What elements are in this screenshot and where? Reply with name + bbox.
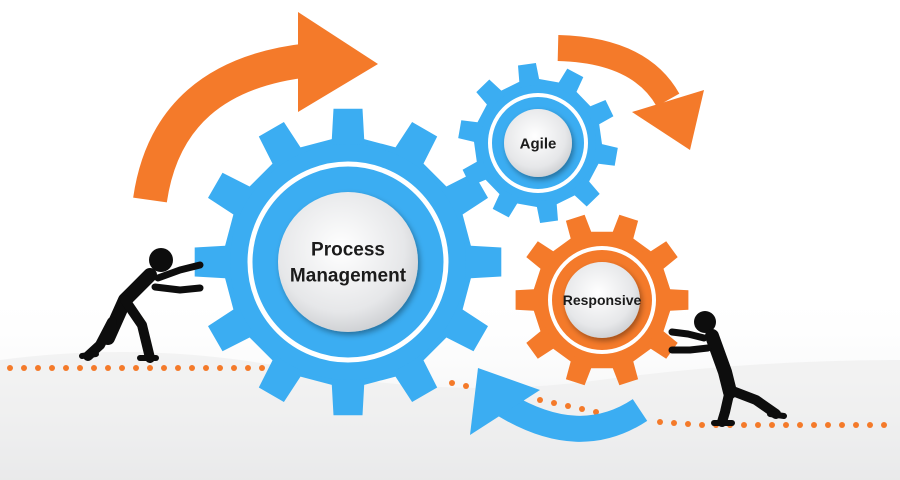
gear-agile-hub bbox=[504, 109, 572, 177]
gear-responsive: Responsive bbox=[515, 214, 689, 386]
gear-agile: Agile bbox=[458, 63, 618, 223]
gear-responsive-ring bbox=[548, 246, 656, 354]
orange-curved-arrow-small-icon bbox=[557, 35, 704, 150]
blue-curved-arrow-icon bbox=[470, 368, 648, 442]
gear-process-label-line-2: Management bbox=[290, 266, 407, 287]
gear-responsive-label-line-1: Responsive bbox=[563, 292, 642, 308]
gear-process-ring bbox=[247, 161, 449, 363]
gear-responsive-hub bbox=[564, 262, 640, 338]
gear-process-label-line-1: Process bbox=[311, 240, 385, 261]
orange-curved-arrow-large-icon bbox=[133, 12, 378, 203]
person-pushing-left-icon bbox=[79, 248, 204, 363]
gear-agile-ring bbox=[488, 93, 588, 193]
dotted-path-left bbox=[7, 365, 265, 371]
person-pushing-right-icon bbox=[668, 311, 787, 427]
gear-process-hub bbox=[278, 192, 418, 332]
gear-agile-label-line-1: Agile bbox=[520, 135, 557, 152]
